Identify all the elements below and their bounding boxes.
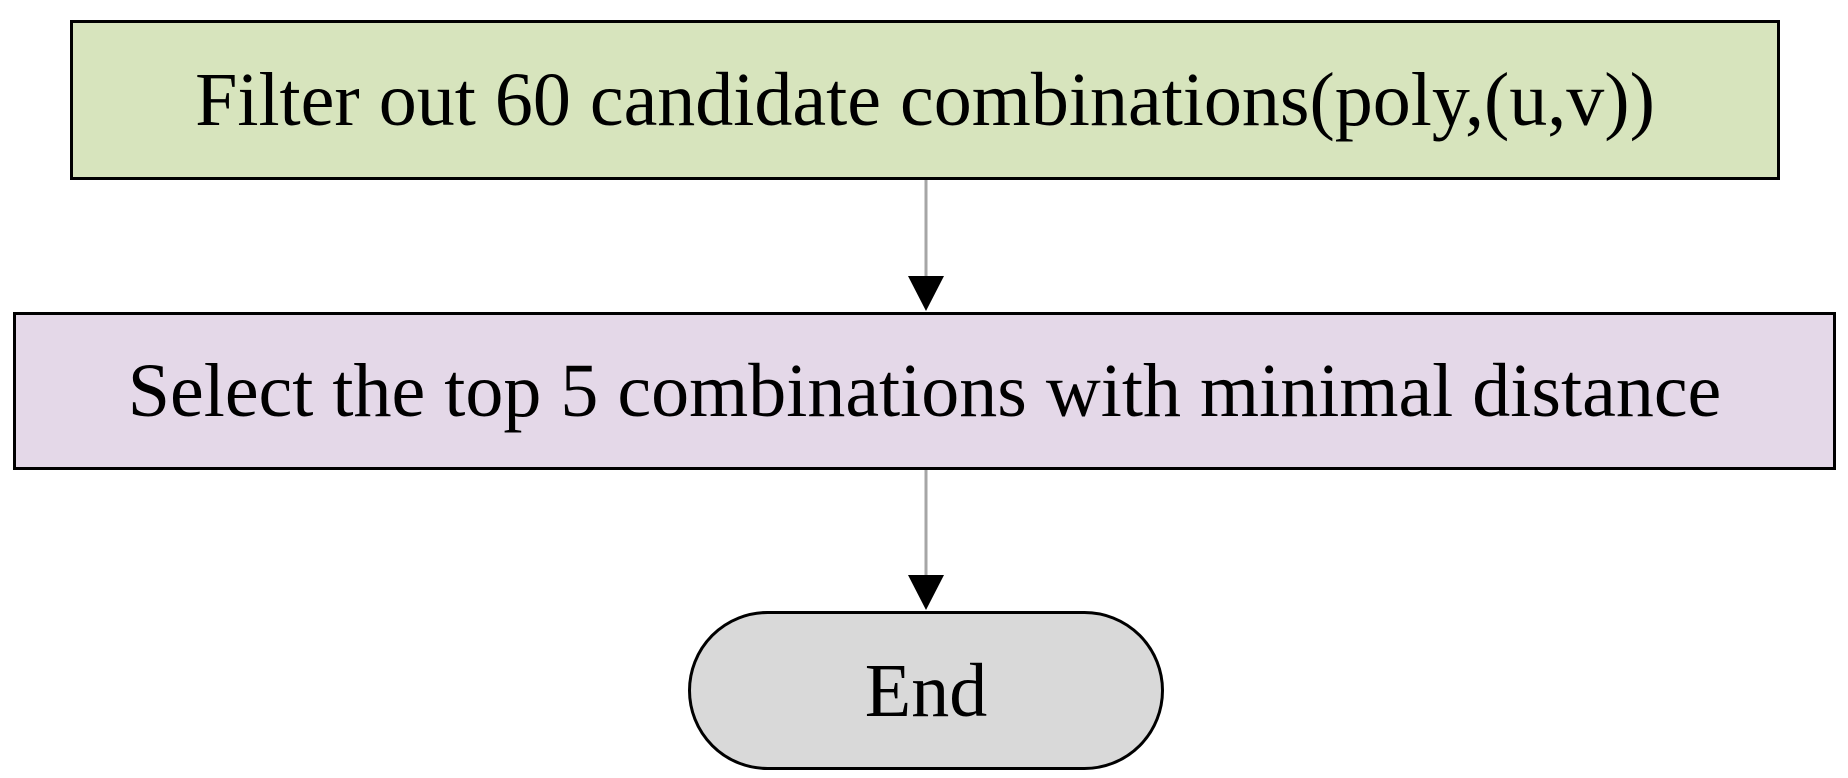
process-label-select-top-5: Select the top 5 combinations with minim… xyxy=(127,349,1722,433)
terminator-end: End xyxy=(688,611,1164,770)
arrowhead-step2 xyxy=(908,276,944,311)
arrowhead-end xyxy=(908,575,944,610)
terminator-label-end: End xyxy=(864,648,988,733)
process-label-filter-candidates: Filter out 60 candidate combinations(pol… xyxy=(195,58,1655,142)
process-box-filter-candidates: Filter out 60 candidate combinations(pol… xyxy=(70,20,1780,180)
process-box-select-top-5: Select the top 5 combinations with minim… xyxy=(13,312,1836,470)
